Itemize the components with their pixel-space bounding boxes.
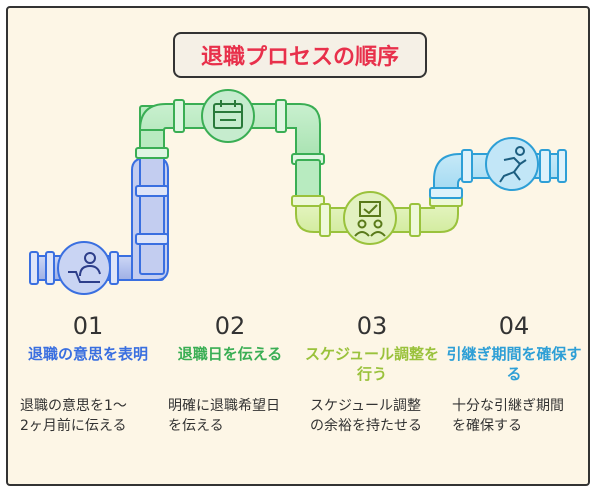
runner-icon: [485, 137, 539, 191]
step-1-heading: 退職の意思を表明: [27, 345, 148, 363]
step-1-number: 01: [72, 312, 104, 340]
step-2: 02 退職日を伝える 明確に退職希望日を伝える: [160, 312, 300, 436]
step-4: 04 引継ぎ期間を確保する 十分な引継ぎ期間を確保する: [444, 312, 584, 436]
step-4-heading: 引継ぎ期間を確保する: [446, 345, 582, 383]
calendar-icon: [201, 89, 255, 143]
pipe-step-3: [291, 195, 463, 237]
diagram-frame: [6, 6, 590, 486]
step-1: 01 退職の意思を表明 退職の意思を1〜2ヶ月前に伝える: [18, 312, 158, 436]
step-1-description: 退職の意思を1〜2ヶ月前に伝える: [20, 398, 127, 434]
step-2-number: 02: [214, 312, 246, 340]
step-3-number: 03: [356, 312, 388, 340]
meeting-board-icon: [343, 191, 397, 245]
person-desk-icon: [57, 241, 111, 295]
step-2-heading: 退職日を伝える: [177, 345, 283, 363]
step-3-heading: スケジュール調整を行う: [305, 345, 439, 383]
page-title: 退職プロセスの順序: [173, 32, 427, 78]
step-3-description: スケジュール調整の余裕を持たせる: [310, 398, 422, 434]
step-4-description: 十分な引継ぎ期間を確保する: [452, 398, 564, 434]
step-3: 03 スケジュール調整を行う スケジュール調整の余裕を持たせる: [302, 312, 442, 436]
step-2-description: 明確に退職希望日を伝える: [168, 398, 280, 434]
pipe-step-2: [135, 99, 325, 201]
step-4-number: 04: [498, 312, 530, 340]
